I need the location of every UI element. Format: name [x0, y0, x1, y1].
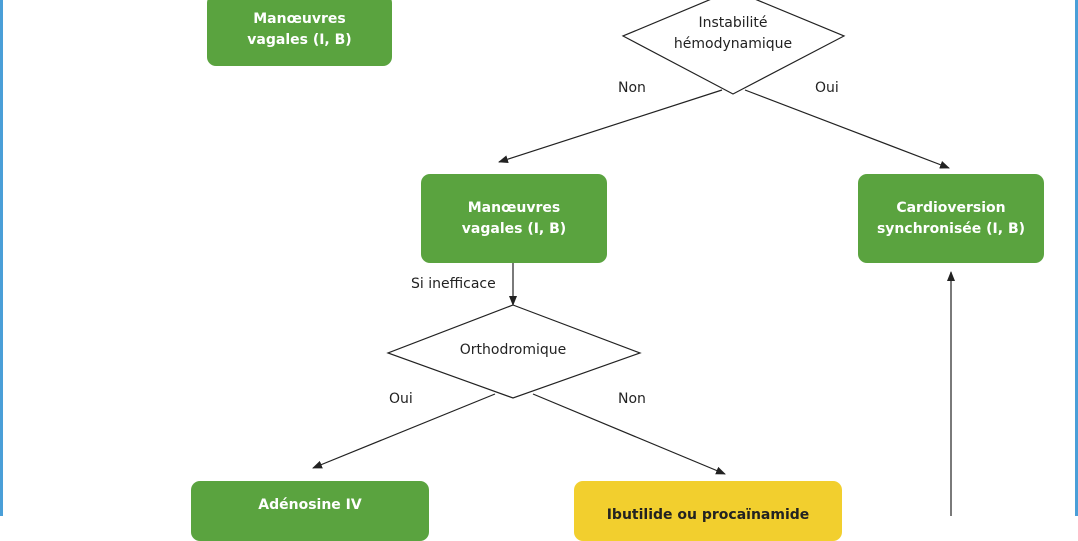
label-orthodromic-no: Non: [618, 391, 646, 407]
orthodromic-diamond: [386, 304, 642, 399]
cardioversion-text: Cardioversion synchronisée (I, B): [876, 199, 1026, 237]
orthodromic-text: Orthodromique: [459, 341, 567, 358]
arrow-instability-yes: [744, 89, 950, 169]
label-if-ineffective: Si inefficace: [411, 276, 496, 292]
ibutilide-box: Ibutilide ou procaïnamide: [574, 481, 842, 541]
diagram-frame: [0, 0, 1078, 516]
vagal-maneuvers-text: Manœuvres vagales (I, B): [461, 199, 567, 237]
label-instability-yes: Oui: [815, 80, 839, 96]
arrow-orthodromic-no: [532, 393, 726, 475]
cardioversion-box: Cardioversion synchronisée (I, B): [858, 174, 1044, 263]
label-orthodromic-yes: Oui: [389, 391, 413, 407]
adenosine-box: Adénosine IV: [191, 481, 429, 541]
arrow-instability-no: [498, 89, 723, 164]
instability-text: Instabilité hémodynamique: [673, 15, 793, 52]
flowchart-connectors: [312, 0, 955, 516]
arrow-orthodromic-yes: [312, 393, 496, 469]
vagal-maneuvers-top-box: Manœuvres vagales (I, B): [207, 0, 392, 66]
label-instability-no: Non: [618, 80, 646, 96]
adenosine-text: Adénosine IV: [258, 497, 362, 513]
instability-diamond: [621, 0, 846, 95]
vagal-maneuvers-top-text: Manœuvres vagales (I, B): [247, 11, 352, 48]
vagal-maneuvers-box: Manœuvres vagales (I, B): [421, 174, 607, 263]
